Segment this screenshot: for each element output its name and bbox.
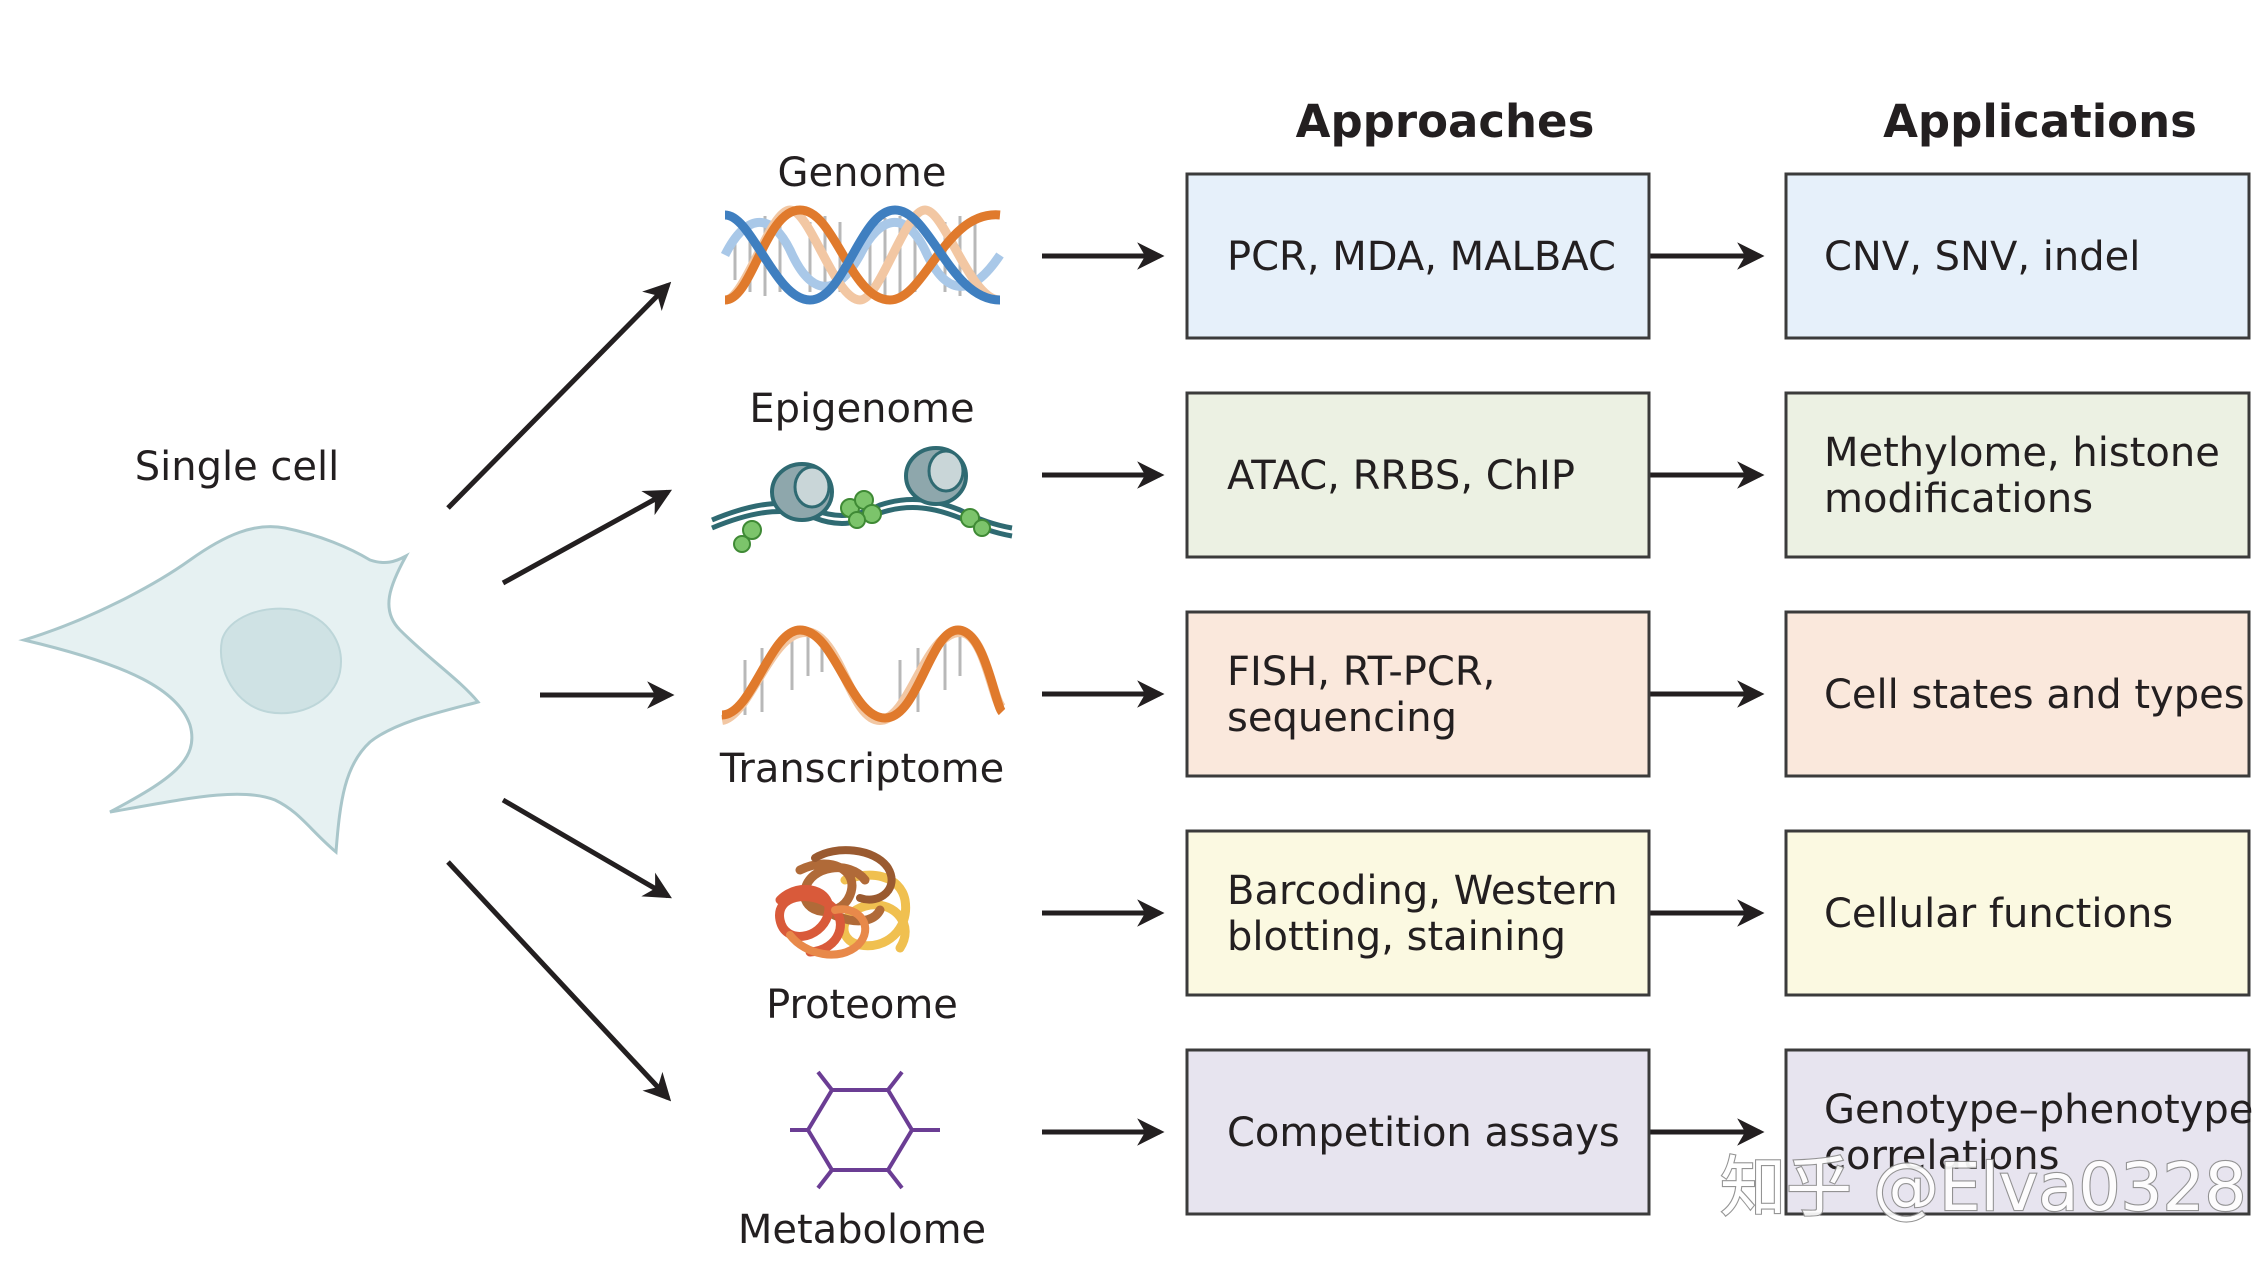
approach-box-text: FISH, RT-PCR, — [1227, 649, 1495, 695]
approach-box: PCR, MDA, MALBAC — [1185, 172, 1651, 340]
application-box-frame — [1784, 172, 2251, 340]
nucleosome-chromatin-icon — [711, 446, 1013, 553]
application-box-text: Cellular functions — [1824, 891, 2173, 937]
application-box-text: Methylome, histone — [1824, 430, 2220, 476]
application-box: CNV, SNV, indel — [1784, 172, 2251, 340]
approach-box-text: blotting, staining — [1227, 914, 1566, 960]
application-box-frame — [1784, 610, 2251, 778]
application-box-text: correlations — [1824, 1133, 2059, 1179]
single-cell-icon — [18, 525, 481, 856]
flow-arrows — [1042, 242, 1765, 1146]
approach-box-frame — [1185, 1048, 1651, 1216]
rna-single-strand-icon — [720, 625, 1006, 726]
omics-label-transcriptome: Transcriptome — [719, 746, 1004, 792]
approach-box: FISH, RT-PCR,sequencing — [1185, 610, 1651, 778]
approach-box-frame — [1185, 829, 1651, 997]
approach-box-frame — [1185, 610, 1651, 778]
cell-to-omics-arrows — [446, 281, 675, 1102]
watermark: 知乎 @Elva0328 — [1720, 1149, 2247, 1226]
application-box-text: modifications — [1824, 476, 2093, 522]
application-box-frame — [1784, 829, 2251, 997]
dna-double-helix-icon — [720, 205, 1004, 305]
approach-box-text: sequencing — [1227, 695, 1457, 741]
metabolite-molecule-icon — [790, 1070, 940, 1190]
omics-label-metabolome: Metabolome — [738, 1207, 986, 1253]
application-box-text: Cell states and types — [1824, 672, 2245, 718]
folded-protein-icon — [775, 846, 911, 959]
approaches-header: Approaches — [1296, 95, 1595, 148]
approach-box-text: Competition assays — [1227, 1110, 1620, 1156]
application-box-frame — [1784, 391, 2251, 559]
application-box-frame — [1784, 1048, 2251, 1216]
approach-box-text: Barcoding, Western — [1227, 868, 1618, 914]
application-box: Cell states and types — [1784, 610, 2251, 778]
application-box: Cellular functions — [1784, 829, 2251, 997]
omics-label-epigenome: Epigenome — [749, 386, 974, 432]
omics-label-proteome: Proteome — [766, 982, 958, 1028]
single-cell-label: Single cell — [135, 444, 340, 490]
approach-box: Competition assays — [1185, 1048, 1651, 1216]
application-box-text: Genotype–phenotype — [1824, 1087, 2253, 1133]
approach-box: ATAC, RRBS, ChIP — [1185, 391, 1651, 559]
applications-header: Applications — [1883, 95, 2197, 148]
omics-label-genome: Genome — [777, 150, 946, 196]
approach-box-frame — [1185, 172, 1651, 340]
approach-box-frame — [1185, 391, 1651, 559]
approach-box-text: PCR, MDA, MALBAC — [1227, 234, 1616, 280]
approach-box-text: ATAC, RRBS, ChIP — [1227, 453, 1575, 499]
application-box-text: CNV, SNV, indel — [1824, 234, 2140, 280]
